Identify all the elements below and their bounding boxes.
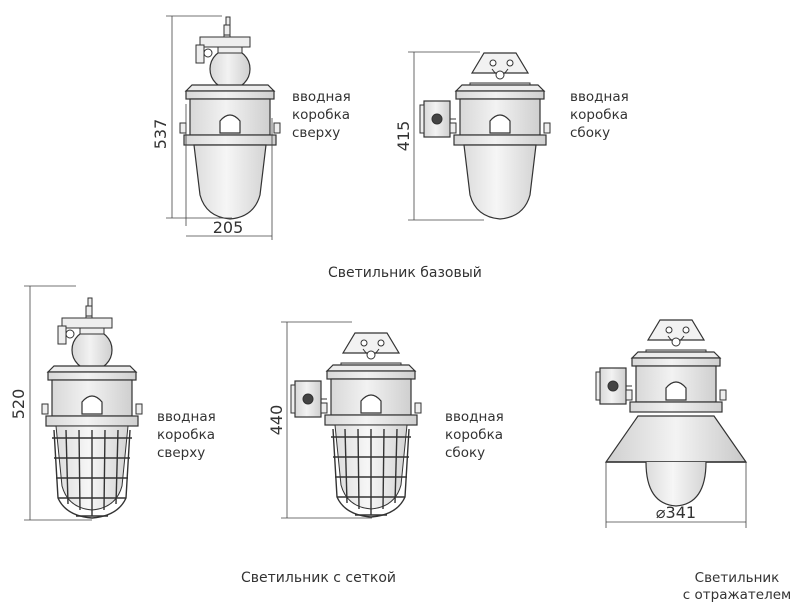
label-top-left: вводная коробка сверху [292, 89, 351, 141]
caption-reflector: Светильник с отражателем [682, 570, 792, 603]
dimension-height-bottom-left [24, 285, 92, 521]
luminaire-mesh-top-box [41, 297, 143, 519]
dim-440: 440 [267, 405, 286, 436]
luminaire-base-top-box [179, 16, 281, 220]
dimension-diameter [605, 462, 747, 528]
dim-341: ⌀341 [656, 503, 696, 522]
label-bottom-mid: вводная коробка сбоку [445, 409, 504, 461]
dim-205: 205 [213, 218, 244, 237]
caption-base: Светильник базовый [328, 265, 482, 281]
dimension-height-top-left [166, 15, 273, 240]
label-bottom-left: вводная коробка сверху [157, 409, 216, 461]
caption-mesh: Светильник с сеткой [241, 570, 396, 586]
luminaire-reflector [595, 319, 748, 507]
dimension-height-bottom-mid [281, 321, 372, 519]
luminaire-base-side-box [419, 52, 551, 220]
reflector-dome [645, 461, 707, 507]
luminaire-mesh-side-box [290, 332, 422, 518]
dim-415: 415 [394, 121, 413, 152]
dim-520: 520 [9, 389, 28, 420]
label-top-right: вводная коробка сбоку [570, 89, 629, 141]
dim-537: 537 [151, 119, 170, 150]
dimension-height-top-right [408, 51, 484, 221]
reflector-shade [604, 415, 748, 463]
